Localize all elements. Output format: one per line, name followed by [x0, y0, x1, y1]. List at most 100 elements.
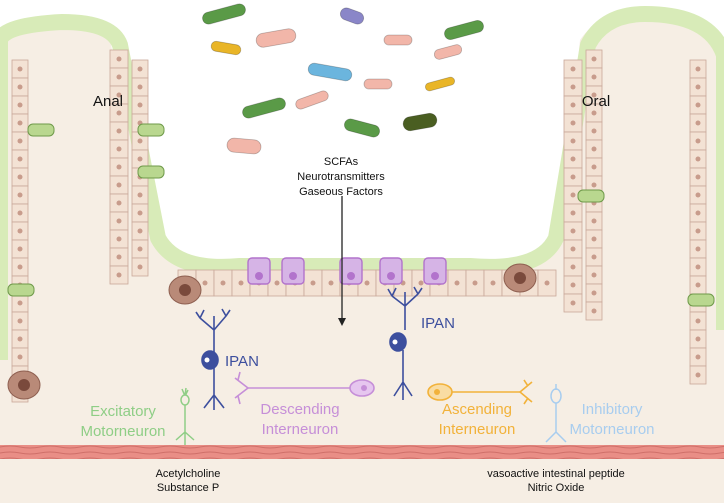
lumen-factor-neurotransmitters: Neurotransmitters [297, 171, 385, 183]
cell-nucleus [202, 280, 208, 286]
enterochromaffin-cell [339, 257, 363, 285]
cell-nucleus [695, 210, 701, 216]
excitatory-label-line2: Motorneuron [80, 423, 165, 440]
cell-nucleus [17, 192, 23, 198]
cell-nucleus [544, 280, 550, 286]
cell-nucleus [695, 120, 701, 126]
basal-cell-nucleus [179, 284, 191, 296]
enterochromaffin-granule [255, 272, 263, 280]
cell-nucleus [116, 92, 122, 98]
excitatory-label-line1: Excitatory [90, 403, 156, 420]
cell-nucleus [137, 156, 143, 162]
cell-nucleus [591, 128, 597, 134]
cell-nucleus [591, 182, 597, 188]
bacterium [383, 34, 413, 46]
cell-nucleus [17, 66, 23, 72]
cell-nucleus [137, 192, 143, 198]
ascending-label-line1: Ascending [442, 401, 512, 418]
cell-nucleus [137, 210, 143, 216]
cell-nucleus [137, 264, 143, 270]
goblet-cells [7, 123, 715, 400]
cell-nucleus [695, 264, 701, 270]
cell-nucleus [418, 280, 424, 286]
cell-nucleus [238, 280, 244, 286]
ascending-interneuron [427, 379, 533, 405]
bacterium [226, 137, 262, 155]
cell-nucleus [116, 218, 122, 224]
cell-nucleus [17, 120, 23, 126]
bacterium [433, 44, 463, 60]
cell-nucleus [17, 228, 23, 234]
cell-nucleus [116, 200, 122, 206]
bacterium [295, 90, 329, 110]
cell-nucleus [591, 56, 597, 62]
cell-nucleus [570, 138, 576, 144]
bacterium [402, 112, 438, 132]
cell-nucleus [17, 138, 23, 144]
cell-nucleus [570, 120, 576, 126]
basal-cell-nucleus [18, 379, 30, 391]
enterochromaffin-cell [423, 257, 447, 285]
cell-nucleus [17, 318, 23, 324]
cell-nucleus [695, 174, 701, 180]
cell-nucleus [591, 164, 597, 170]
enterochromaffin-granule [347, 272, 355, 280]
inhibitory-motorneuron [545, 384, 567, 443]
enterochromaffin-granule [289, 272, 297, 280]
region-label-oral: Oral [582, 93, 610, 110]
cell-nucleus [490, 280, 496, 286]
ipan-right-neuron [387, 286, 423, 400]
enterochromaffin-cell [247, 257, 271, 285]
cell-nucleus [591, 272, 597, 278]
cell-nucleus [220, 280, 226, 286]
cell-nucleus [591, 254, 597, 260]
bacterium [344, 118, 380, 138]
cell-nucleus [570, 192, 576, 198]
cell-nucleus [116, 272, 122, 278]
cell-nucleus [116, 164, 122, 170]
cell-nucleus [116, 110, 122, 116]
lumen-factor-gaseous: Gaseous Factors [299, 186, 383, 198]
cell-nucleus [17, 264, 23, 270]
goblet-cell [137, 123, 165, 137]
goblet-cell [687, 293, 715, 307]
transmitter-substance-p: Substance P [157, 482, 219, 494]
cell-nucleus [570, 246, 576, 252]
bacterium [363, 78, 393, 90]
ascending-label-line2: Interneuron [439, 421, 516, 438]
cell-nucleus [17, 246, 23, 252]
enterochromaffin-cell [281, 257, 305, 285]
cell-nucleus [591, 74, 597, 80]
transmitter-vip: vasoactive intestinal peptide [487, 468, 625, 480]
cell-nucleus [137, 66, 143, 72]
cell-nucleus [591, 218, 597, 224]
cell-nucleus [17, 354, 23, 360]
cell-nucleus [454, 280, 460, 286]
inhibitory-label-line2: Motorneuron [569, 421, 654, 438]
cell-nucleus [695, 192, 701, 198]
cell-nucleus [695, 138, 701, 144]
bacterium [202, 3, 246, 25]
goblet-cell [577, 189, 605, 203]
transmitter-nitric-oxide: Nitric Oxide [528, 482, 585, 494]
cell-nucleus [570, 66, 576, 72]
enterochromaffin-cells [247, 257, 447, 285]
cell-nucleus [695, 318, 701, 324]
cell-nucleus [570, 102, 576, 108]
mucosa-layer [0, 6, 724, 360]
cell-nucleus [695, 228, 701, 234]
bacterium [307, 62, 353, 82]
cell-nucleus [17, 156, 23, 162]
cell-nucleus [472, 280, 478, 286]
bacterium [444, 19, 484, 41]
cell-nucleus [695, 372, 701, 378]
cell-nucleus [695, 102, 701, 108]
cell-nucleus [137, 102, 143, 108]
cell-nucleus [274, 280, 280, 286]
cell-nucleus [695, 156, 701, 162]
gut-bacteria [202, 3, 484, 155]
tissue-background [0, 10, 724, 503]
ipan-left-label: IPAN [225, 353, 259, 370]
bacterium [210, 40, 242, 56]
